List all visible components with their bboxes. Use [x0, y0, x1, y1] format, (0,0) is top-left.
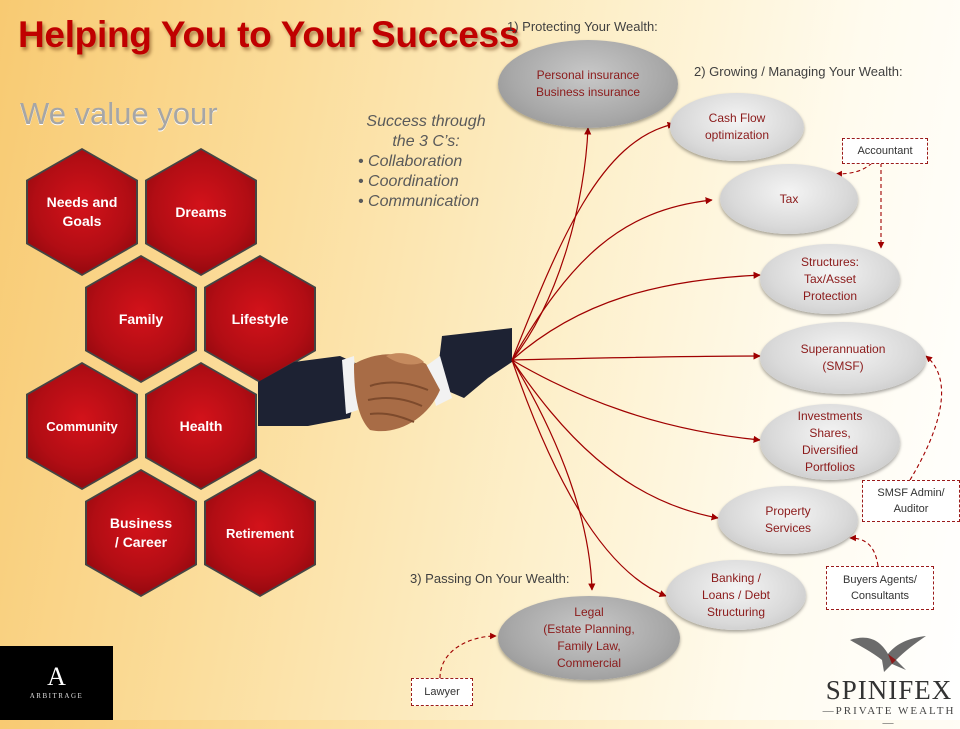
node-structures: Structures: Tax/Asset Protection [760, 244, 900, 314]
advisor-label: Buyers Agents/ Consultants [843, 574, 917, 602]
value-hex-community: Community [26, 362, 138, 490]
value-label: Health [179, 417, 223, 434]
value-hex-lifestyle: Lifestyle [204, 255, 316, 383]
tagline-item: Coordination [350, 172, 502, 192]
value-label: Family [118, 310, 164, 327]
page-title: Helping You to Your Success [18, 14, 520, 55]
node-label: Banking / Loans / Debt Structuring [701, 570, 771, 619]
page-subtitle: We value your [20, 96, 218, 131]
node-label: Investments Shares, Diversified Portfoli… [797, 409, 863, 474]
handshake-icon [258, 328, 512, 432]
node-label: Legal (Estate Planning, Family Law, Comm… [543, 605, 635, 670]
connector-legal [511, 359, 596, 591]
tagline-intro: Success through the 3 C’s: [366, 113, 486, 150]
connector-tax [511, 197, 713, 361]
node-banking: Banking / Loans / Debt Structuring [666, 560, 806, 630]
arbitrage-logo: A ARBITRAGE [0, 646, 113, 720]
spinifex-tagline: —PRIVATE WEALTH— [822, 705, 956, 729]
dashed-accountant-tax [835, 162, 873, 178]
node-label: Property Services [764, 504, 811, 535]
connector-investments [511, 359, 761, 443]
node-super: Superannuation (SMSF) [760, 322, 926, 394]
section-label-protecting: 1) Protecting Your Wealth: [507, 19, 658, 34]
node-label: Superannuation (SMSF) [800, 342, 886, 373]
connector-banking [511, 359, 667, 597]
value-hex-dreams: Dreams [145, 148, 257, 276]
value-label: Needs and Goals [46, 194, 118, 229]
value-label: Retirement [226, 525, 294, 541]
connector-cashflow [511, 121, 675, 361]
node-insurance: Personal insurance Business insurance [498, 40, 678, 128]
node-label: Tax [779, 191, 799, 206]
advisor-smsf-admin: SMSF Admin/ Auditor [862, 480, 960, 522]
node-cashflow: Cash Flow optimization [670, 93, 804, 161]
value-hex-health: Health [145, 362, 257, 490]
node-label: Personal insurance Business insurance [535, 68, 641, 99]
node-tax: Tax [720, 164, 858, 234]
advisor-label: Lawyer [424, 686, 460, 698]
value-hex-retirement: Retirement [204, 469, 316, 597]
logo-text: ARBITRAGE [29, 692, 84, 700]
spinifex-name: SPINIFEX [825, 675, 953, 705]
node-legal: Legal (Estate Planning, Family Law, Comm… [498, 596, 680, 680]
advisor-label: SMSF Admin/ Auditor [877, 487, 945, 515]
tagline: Success through the 3 C’s: Collaboration… [350, 112, 502, 212]
value-label: Lifestyle [231, 310, 289, 327]
value-label: Community [46, 418, 118, 434]
connector-insurance [511, 127, 592, 361]
node-property: Property Services [718, 486, 858, 554]
dashed-smsf-super [909, 355, 943, 481]
advisor-buyers-agents: Buyers Agents/ Consultants [826, 566, 934, 610]
advisor-lawyer: Lawyer [411, 678, 473, 706]
dashed-buyers-property [849, 534, 879, 567]
section-label-growing: 2) Growing / Managing Your Wealth: [694, 64, 903, 79]
value-hex-family: Family [85, 255, 197, 383]
eagle-icon [850, 636, 926, 672]
connector-structures [511, 271, 761, 361]
value-label: Business / Career [109, 515, 173, 550]
advisor-label: Accountant [857, 145, 913, 157]
connector-super [511, 352, 761, 361]
advisor-accountant: Accountant [842, 138, 928, 164]
node-label: Structures: Tax/Asset Protection [800, 254, 860, 303]
section-label-passing: 3) Passing On Your Wealth: [410, 571, 570, 586]
node-label: Cash Flow optimization [704, 111, 770, 142]
dashed-lawyer-legal [439, 632, 497, 679]
value-label: Dreams [175, 203, 227, 220]
tagline-item: Communication [350, 192, 502, 212]
node-investments: Investments Shares, Diversified Portfoli… [760, 404, 900, 480]
logo-letter: A [47, 662, 66, 691]
tagline-item: Collaboration [350, 152, 502, 172]
connector-property [511, 359, 719, 521]
